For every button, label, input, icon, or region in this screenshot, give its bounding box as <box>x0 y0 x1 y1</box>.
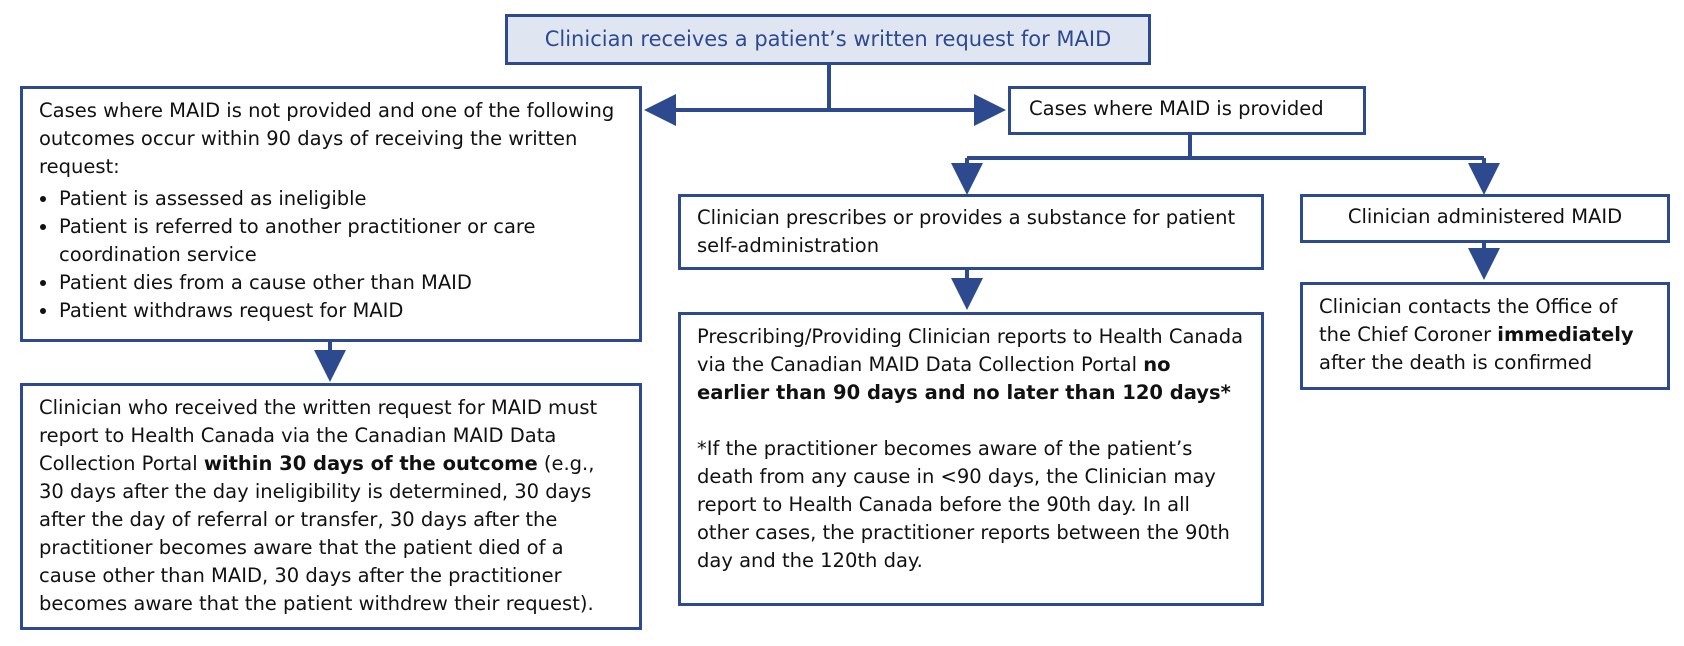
report-not-provided-box: Clinician who received the written reque… <box>20 383 642 630</box>
report-provided-box: Prescribing/Providing Clinician reports … <box>678 312 1264 606</box>
request-received-box: Clinician receives a patient’s written r… <box>505 14 1151 65</box>
coroner-text: Clinician contacts the Office of the Chi… <box>1319 295 1618 346</box>
not-provided-box: Cases where MAID is not provided and one… <box>20 86 642 342</box>
report-provided-footnote: *If the practitioner becomes aware of th… <box>697 437 1230 572</box>
report-deadline-30-days: within 30 days of the outcome <box>203 452 538 475</box>
provided-box: Cases where MAID is provided <box>1008 86 1366 135</box>
outcome-withdrew: Patient withdraws request for MAID <box>59 297 623 325</box>
branch-line-provided <box>967 134 1484 160</box>
administered-box: Clinician administered MAID <box>1300 194 1670 243</box>
report-window-90-120-days: no earlier than 90 days and no later tha… <box>697 353 1231 404</box>
coroner-text-end: after the death is confirmed <box>1319 351 1593 374</box>
report-not-provided-examples: (e.g., 30 days after the day ineligibili… <box>39 452 595 615</box>
administered-label: Clinician administered MAID <box>1347 205 1623 228</box>
outcome-ineligible: Patient is assessed as ineligible <box>59 185 623 213</box>
coroner-box: Clinician contacts the Office of the Chi… <box>1300 282 1670 390</box>
coroner-immediately: immediately <box>1497 323 1634 346</box>
not-provided-intro: Cases where MAID is not provided and one… <box>39 99 615 178</box>
outcome-died-other-cause: Patient dies from a cause other than MAI… <box>59 269 623 297</box>
prescribes-label: Clinician prescribes or provides a subst… <box>697 206 1236 257</box>
prescribes-box: Clinician prescribes or provides a subst… <box>678 194 1264 270</box>
outcome-referred: Patient is referred to another practitio… <box>59 213 623 269</box>
report-provided-text: Prescribing/Providing Clinician reports … <box>697 325 1244 376</box>
provided-label: Cases where MAID is provided <box>1029 97 1324 120</box>
report-not-provided-text: Clinician who received the written reque… <box>39 396 598 475</box>
request-received-label: Clinician receives a patient’s written r… <box>544 27 1112 51</box>
outcome-list: Patient is assessed as ineligible Patien… <box>39 185 623 325</box>
